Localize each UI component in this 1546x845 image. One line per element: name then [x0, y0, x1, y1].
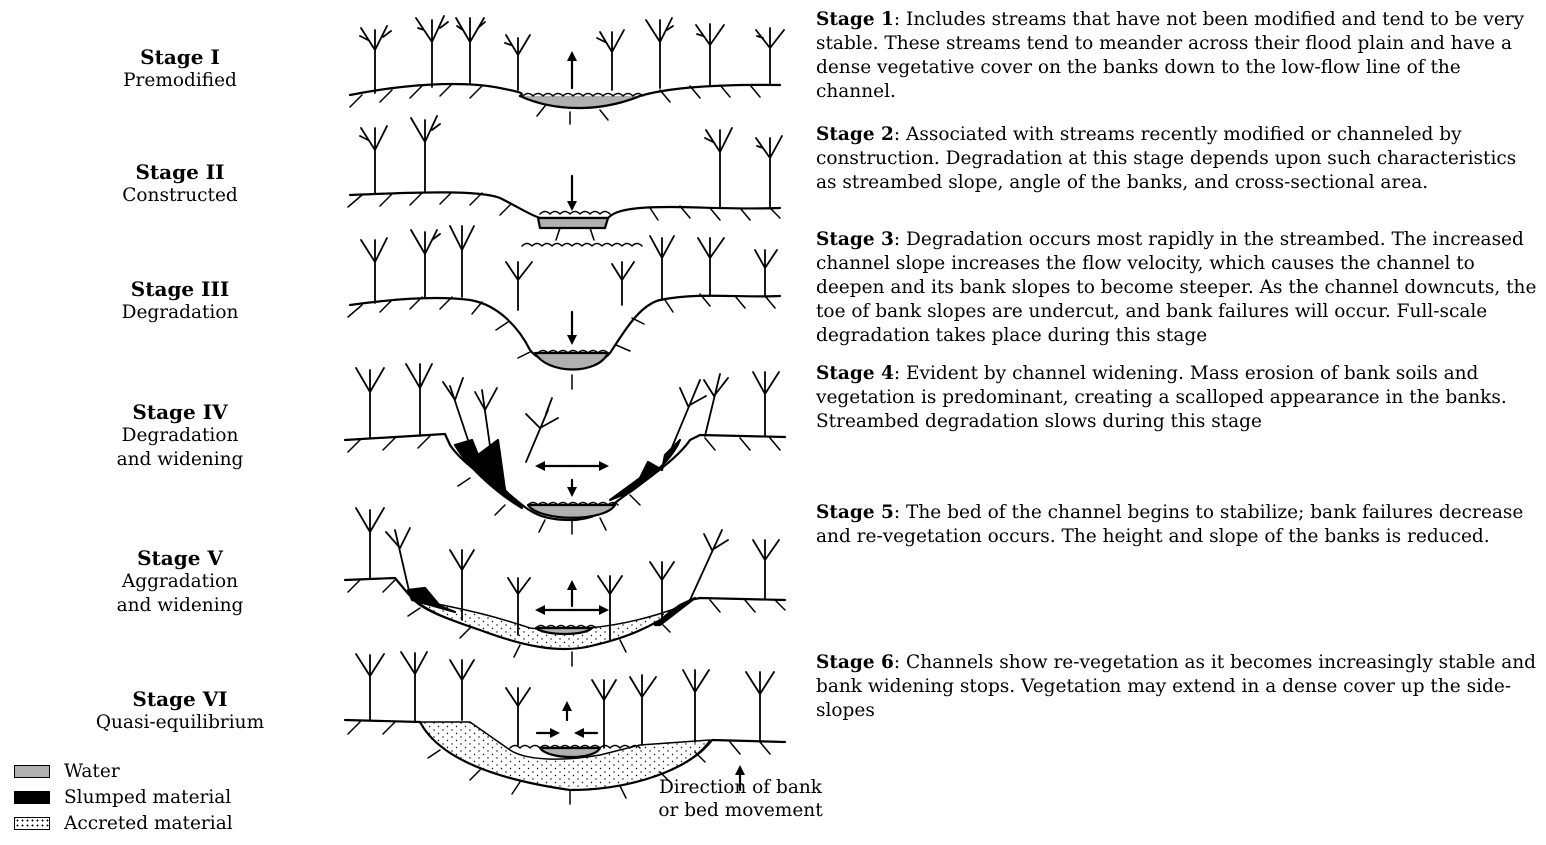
direction-label: Direction of bank or bed movement	[648, 776, 833, 822]
accreted-material	[419, 721, 711, 791]
tree-icon	[360, 225, 778, 311]
tree-icon	[355, 651, 775, 749]
stage-5-profile	[343, 576, 787, 667]
stage-6-description: Stage 6: Channels show re-vegetation as …	[816, 651, 1541, 723]
legend-label: Accreted material	[64, 813, 233, 834]
stage-4-profile	[343, 432, 787, 535]
slumped-swatch-icon	[14, 791, 50, 804]
tree-icon	[355, 363, 780, 463]
stage-subtitle: Premodified	[123, 70, 237, 91]
stage-subtitle-2: and widening	[116, 595, 244, 616]
stage-title: Stage V	[137, 546, 223, 570]
stage-label-3: Stage III Degradation	[60, 277, 300, 325]
stage-label-1: Stage I Premodified	[60, 45, 300, 93]
tree-icon	[359, 15, 785, 94]
desc-head: Stage 6	[816, 652, 894, 673]
slumped-material	[608, 438, 682, 502]
stage-label-4: Stage IV Degradation and widening	[60, 400, 300, 472]
stage-3-description: Stage 3: Degradation occurs most rapidly…	[816, 228, 1541, 348]
stage-label-6: Stage VI Quasi-equilibrium	[60, 687, 300, 735]
stage-4-description: Stage 4: Evident by channel widening. Ma…	[816, 362, 1541, 434]
slumped-material	[653, 596, 697, 627]
tree-icon	[355, 507, 780, 641]
stage-5-description: Stage 5: The bed of the channel begins t…	[816, 501, 1541, 549]
water-surface-icon	[539, 210, 611, 215]
desc-text: : Includes streams that have not been mo…	[816, 9, 1525, 102]
stage-label-5: Stage V Aggradation and widening	[60, 546, 300, 618]
water-surface-icon	[535, 624, 597, 629]
stage-subtitle: Quasi-equilibrium	[95, 712, 265, 733]
accreted-swatch-icon	[14, 817, 50, 830]
stage-subtitle: Aggradation	[121, 571, 239, 592]
desc-text: : Channels show re-vegetation as it beco…	[816, 652, 1537, 721]
stage-title: Stage II	[135, 160, 225, 184]
water-surface-icon	[522, 92, 644, 97]
desc-text: : Evident by channel widening. Mass eros…	[816, 363, 1507, 432]
slumped-material	[453, 438, 524, 510]
water-surface-icon	[509, 744, 641, 749]
water-surface-icon	[521, 242, 643, 247]
desc-text: : The bed of the channel begins to stabi…	[816, 502, 1524, 547]
accreted-material	[411, 597, 683, 650]
stage-label-2: Stage II Constructed	[60, 160, 300, 208]
stage-subtitle: Degradation	[121, 302, 239, 323]
direction-label-line2: or bed movement	[658, 800, 823, 821]
desc-head: Stage 3	[816, 229, 894, 250]
desc-text: : Degradation occurs most rapidly in the…	[816, 229, 1537, 346]
stage-title: Stage I	[140, 45, 220, 69]
stage-1-profile	[348, 51, 782, 125]
stage-title: Stage III	[130, 277, 230, 301]
stage-title: Stage IV	[132, 400, 228, 424]
stage-6-profile	[343, 701, 787, 805]
stage-2-profile	[347, 174, 782, 247]
stage-2-description: Stage 2: Associated with streams recentl…	[816, 123, 1541, 195]
slumped-material	[406, 586, 457, 614]
tree-icon	[359, 115, 783, 209]
desc-head: Stage 1	[816, 9, 894, 30]
stage-3-profile	[347, 293, 782, 390]
water-surface-icon	[537, 349, 609, 354]
stage-subtitle: Constructed	[122, 185, 238, 206]
stage-subtitle: Degradation	[121, 425, 239, 446]
direction-label-line1: Direction of bank	[658, 777, 823, 798]
legend-label: Water	[64, 761, 120, 782]
stage-subtitle-2: and widening	[116, 449, 244, 470]
stage-1-description: Stage 1: Includes streams that have not …	[816, 8, 1541, 104]
desc-head: Stage 2	[816, 124, 894, 145]
water-surface-icon	[527, 501, 619, 506]
desc-head: Stage 4	[816, 363, 894, 384]
stage-title: Stage VI	[132, 687, 228, 711]
desc-text: : Associated with streams recently modif…	[816, 124, 1517, 193]
legend-label: Slumped material	[64, 787, 232, 808]
water-swatch-icon	[14, 765, 50, 778]
desc-head: Stage 5	[816, 502, 894, 523]
